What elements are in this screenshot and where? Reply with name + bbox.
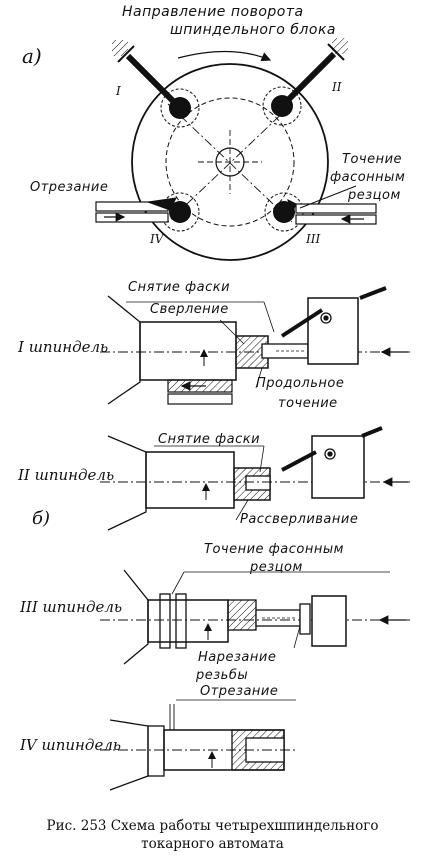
- spindle-IV-icon: [160, 192, 200, 232]
- spindle4-drawing: [100, 699, 296, 791]
- spindle3-threading-line1: Нарезание: [198, 650, 277, 665]
- figure-caption-line1: Рис. 253 Схема работы четырехшпиндельног…: [46, 818, 379, 834]
- spindle3-form-turning-line1: Точение фасонным: [204, 542, 344, 557]
- spindle1-long-turning-line1: Продольное: [256, 376, 345, 391]
- spindle-block: [131, 50, 329, 261]
- position-III-label: III: [306, 232, 321, 246]
- spindle-positions: [160, 86, 304, 232]
- position-II-label: II: [332, 80, 342, 94]
- spindle3-threading-line2: резьбы: [196, 668, 249, 683]
- part-a-letter: а): [22, 44, 42, 68]
- spindle1-long-turning-line2: точение: [278, 396, 338, 411]
- spindle3-drawing: [100, 569, 410, 665]
- spindle4-cutoff-label: Отрезание: [200, 684, 279, 699]
- spindle3-form-turning-line2: резцом: [250, 560, 303, 575]
- spindle1-chamfer-label: Снятие фаски: [128, 280, 231, 295]
- rotation-label-line2: шпиндельного блока: [170, 22, 336, 38]
- spindle2-label: II шпиндель: [18, 466, 115, 484]
- spindle2-reaming-label: Рассверливание: [240, 512, 359, 527]
- form-turning-line3: резцом: [348, 188, 401, 203]
- position-I-label: I: [116, 84, 121, 98]
- spindle2-chamfer-label: Снятие фаски: [158, 432, 261, 447]
- spindle4-label: IV шпиндель: [20, 736, 122, 754]
- rotation-label-line1: Направление поворота: [122, 4, 304, 20]
- spindle1-drilling-label: Сверление: [150, 302, 229, 317]
- position-IV-label: IV: [150, 232, 164, 246]
- form-turning-line1: Точение: [342, 152, 403, 167]
- part-b-letter: б): [32, 508, 51, 529]
- form-turning-line2: фасонным: [330, 170, 406, 185]
- spindle2-drawing: [100, 426, 410, 531]
- tool-holders-a: [95, 38, 377, 225]
- cutoff-label-a: Отрезание: [30, 180, 109, 195]
- spindle1-label: I шпиндель: [18, 338, 109, 356]
- spindle3-label: III шпиндель: [20, 598, 123, 616]
- spindle1-drawing: [100, 286, 410, 405]
- figure-caption-line2: токарного автомата: [141, 836, 284, 852]
